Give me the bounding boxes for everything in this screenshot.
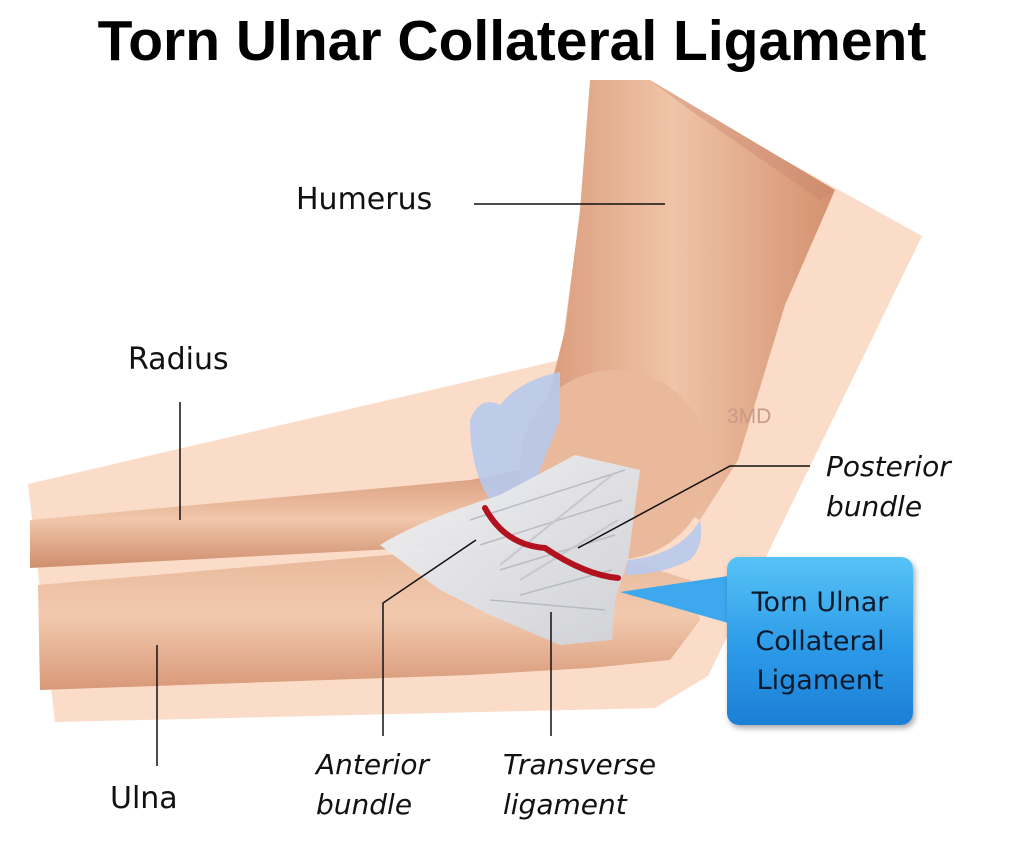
torn-ligament-callout: Torn Ulnar Collateral Ligament (727, 557, 913, 725)
label-radius: Radius (128, 342, 229, 377)
label-posterior-line2: bundle (826, 490, 923, 523)
label-humerus: Humerus (296, 182, 433, 217)
label-transverse-line2: ligament (503, 788, 627, 821)
label-posterior-bundle: Posterior bundle (826, 447, 951, 527)
posterior-bundle-leader (577, 465, 810, 549)
anterior-bundle-leader (382, 539, 477, 736)
label-transverse-line1: Transverse (503, 748, 657, 781)
ligament-complex (380, 455, 640, 645)
label-ulna: Ulna (110, 781, 178, 816)
label-anterior-line1: Anterior (316, 748, 430, 781)
label-anterior-line2: bundle (316, 788, 413, 821)
label-transverse-ligament: Transverse ligament (503, 745, 656, 825)
ligament-tear (482, 505, 621, 581)
cartilage (470, 372, 560, 520)
callout-line3: Ligament (756, 664, 884, 696)
callout-line1: Torn Ulnar (751, 586, 889, 618)
label-anterior-bundle: Anterior bundle (316, 745, 429, 825)
callout-pointer (620, 575, 735, 625)
label-posterior-line1: Posterior (826, 450, 951, 483)
callout-line2: Collateral (755, 625, 885, 657)
diagram-title: Torn Ulnar Collateral Ligament (97, 9, 927, 73)
watermark: 3MD (727, 405, 772, 428)
